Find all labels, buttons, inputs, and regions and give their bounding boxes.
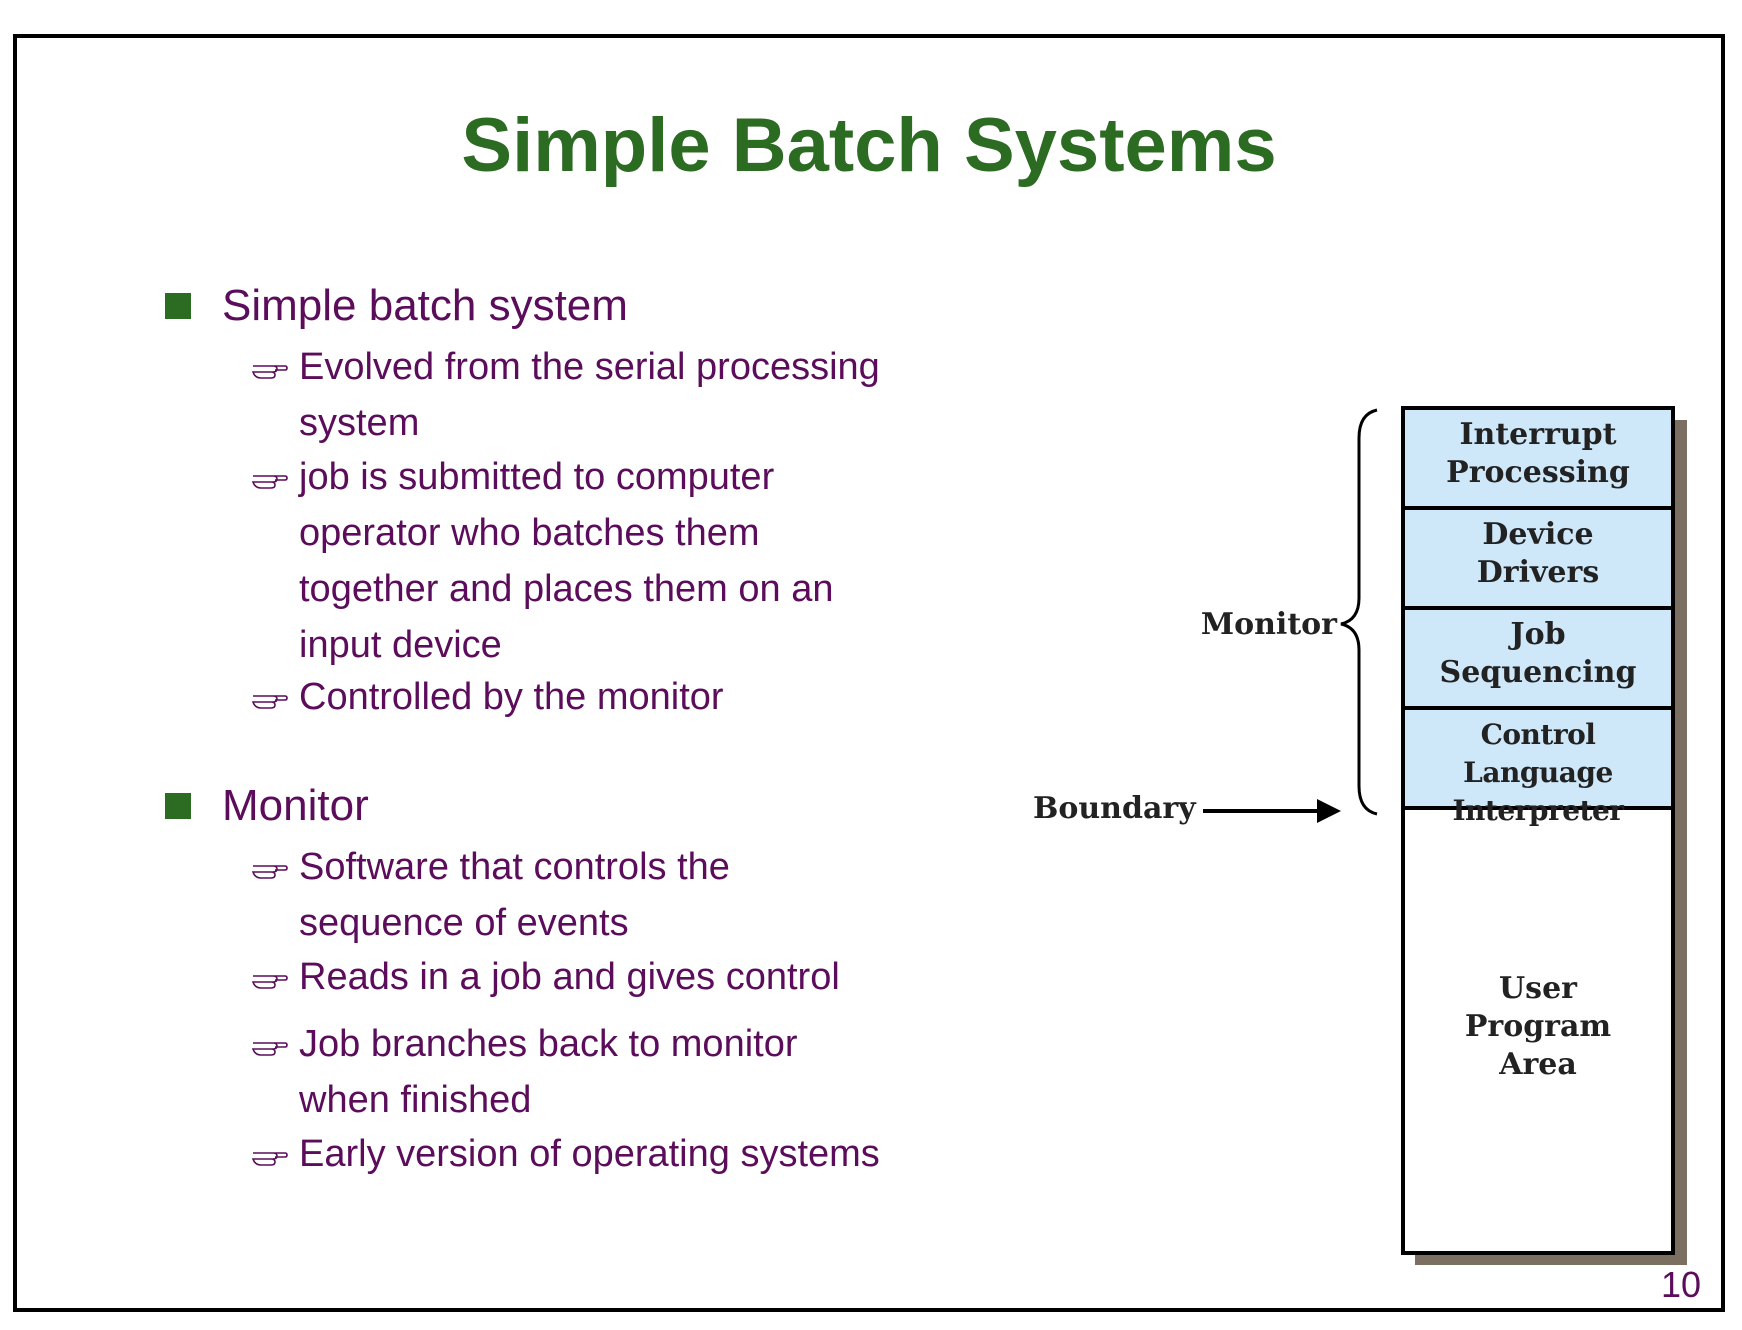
sub-bullet-job-submitted: job is submitted to computer operator wh… bbox=[299, 449, 1019, 673]
sub-bullet-line: Controlled by the monitor bbox=[299, 676, 724, 718]
sub-bullet-line: operator who batches them bbox=[299, 512, 760, 554]
block-interrupt-processing bbox=[1401, 406, 1675, 510]
block-label-line: Drivers bbox=[1476, 555, 1600, 590]
sub-bullet-job-branches: Job branches back to monitor when finish… bbox=[299, 1016, 1019, 1128]
monitor-label: Monitor bbox=[1200, 607, 1337, 642]
sub-bullet-early-version: Early version of operating systems bbox=[299, 1126, 1019, 1182]
sub-bullet-line: when finished bbox=[299, 1079, 532, 1121]
monitor-brace bbox=[1340, 408, 1378, 816]
block-label-device-drivers: Device Drivers bbox=[1403, 516, 1673, 592]
block-label-line: Area bbox=[1499, 1047, 1577, 1082]
block-label-line: Sequencing bbox=[1439, 655, 1637, 690]
block-label-line: Device bbox=[1482, 517, 1594, 552]
sub-bullet-line: Software that controls the bbox=[299, 846, 730, 888]
block-user-program-area bbox=[1401, 806, 1675, 1255]
slide-title: Simple Batch Systems bbox=[461, 103, 1277, 188]
bullet-simple-batch-system: Simple batch system bbox=[222, 281, 628, 330]
block-device-drivers bbox=[1401, 506, 1675, 610]
block-label-control-language-interpreter: Control Language Interpreter bbox=[1403, 716, 1673, 830]
sub-bullet-line: system bbox=[299, 402, 420, 444]
green-square-icon bbox=[165, 793, 191, 819]
sub-bullet-reads-job: Reads in a job and gives control bbox=[299, 949, 1019, 1005]
sub-bullet-line: input device bbox=[299, 624, 502, 666]
pointing-hand-icon bbox=[251, 975, 288, 989]
slide: Simple Batch Systems Simple batch system… bbox=[13, 34, 1725, 1312]
block-control-language-interpreter bbox=[1401, 706, 1675, 810]
sub-bullet-line: job is submitted to computer bbox=[299, 456, 775, 498]
sub-bullet-controlled: Controlled by the monitor bbox=[299, 669, 1019, 725]
boundary-label: Boundary bbox=[1033, 791, 1196, 826]
bullet-monitor: Monitor bbox=[222, 781, 369, 830]
sub-bullet-line: Evolved from the serial processing bbox=[299, 346, 880, 388]
sub-bullet-evolved: Evolved from the serial processing syste… bbox=[299, 339, 1019, 451]
pointing-hand-icon bbox=[251, 695, 288, 709]
block-label-user-program-area: User Program Area bbox=[1403, 970, 1673, 1084]
pointing-hand-icon bbox=[251, 365, 288, 379]
sub-bullet-line: Reads in a job and gives control bbox=[299, 956, 840, 998]
sub-bullet-line: sequence of events bbox=[299, 902, 629, 944]
block-label-line: User bbox=[1499, 971, 1577, 1006]
pointing-hand-icon bbox=[251, 865, 288, 879]
block-job-sequencing bbox=[1401, 606, 1675, 710]
block-label-interrupt-processing: Interrupt Processing bbox=[1403, 416, 1673, 492]
sub-bullet-software: Software that controls the sequence of e… bbox=[299, 839, 1019, 951]
green-square-icon bbox=[165, 293, 191, 319]
block-label-line: Program bbox=[1464, 1009, 1612, 1044]
pointing-hand-icon bbox=[251, 475, 288, 489]
memory-layout-diagram bbox=[1203, 406, 1687, 1265]
pointing-hand-icon bbox=[251, 1042, 288, 1056]
block-label-line: Processing bbox=[1446, 455, 1630, 490]
boundary-arrow-head bbox=[1317, 799, 1341, 823]
sub-bullet-line: Early version of operating systems bbox=[299, 1133, 880, 1175]
block-label-line: Interpreter bbox=[1452, 794, 1624, 827]
block-label-job-sequencing: Job Sequencing bbox=[1403, 616, 1673, 692]
pointing-hand-icon bbox=[251, 1152, 288, 1166]
sub-bullet-line: Job branches back to monitor bbox=[299, 1023, 798, 1065]
block-label-line: Interrupt bbox=[1459, 417, 1617, 452]
sub-bullet-line: together and places them on an bbox=[299, 568, 834, 610]
page-number: 10 bbox=[1660, 1264, 1701, 1305]
block-label-line: Job bbox=[1510, 617, 1566, 652]
block-label-line: Control Language bbox=[1463, 718, 1613, 789]
